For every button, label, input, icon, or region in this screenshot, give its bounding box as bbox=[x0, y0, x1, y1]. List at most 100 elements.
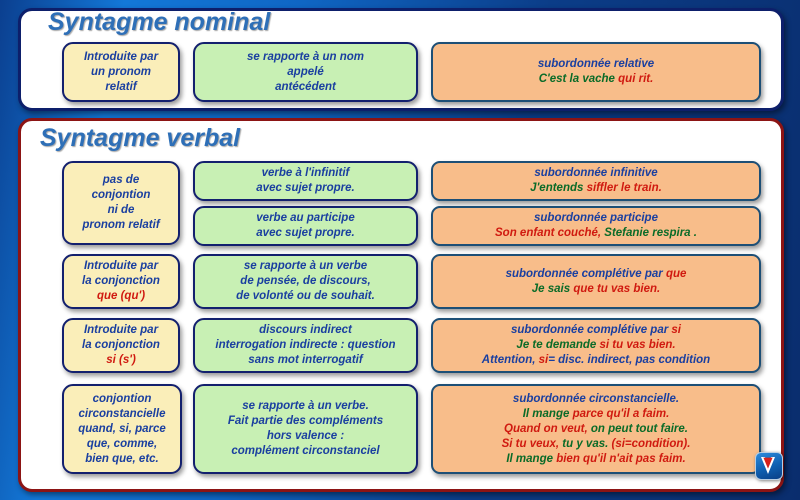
text-line: si (s') bbox=[106, 353, 136, 368]
text-line: Attention, si= disc. indirect, pas condi… bbox=[482, 353, 710, 368]
text-line: pas de bbox=[102, 174, 140, 186]
section-title-nominal: Syntagme nominal bbox=[48, 8, 271, 36]
text-fragment: on peut tout faire. bbox=[590, 422, 688, 435]
text-line: la conjonction bbox=[82, 274, 160, 289]
text-fragment: Stefanie respira . bbox=[604, 227, 697, 239]
text-line: conjontion bbox=[91, 189, 151, 201]
box-nominal-left: Introduite par un pronom relatif bbox=[62, 42, 180, 102]
text-line: discours indirect bbox=[259, 324, 352, 336]
text-fragment: subordonnée participe bbox=[534, 212, 658, 224]
text-fragment: subordonnée complétive par bbox=[511, 324, 672, 336]
text-line: Je sais que tu vas bien. bbox=[532, 282, 661, 297]
text-fragment: Attention, bbox=[481, 354, 539, 366]
box-verbal-row4-left: conjontion circonstancielle quand, si, p… bbox=[62, 384, 182, 474]
text-line: Introduite par bbox=[84, 323, 158, 338]
text-fragment: = disc. indirect, pas condition bbox=[548, 354, 711, 366]
text-line: se rapporte à un nom bbox=[247, 50, 364, 63]
text-fragment: que tu vas bien. bbox=[573, 282, 661, 295]
text-line: Je te demande si tu vas bien. bbox=[516, 338, 675, 353]
text-line: pronom relatif bbox=[82, 219, 160, 231]
box-verbal-row1-left: pas de conjontion ni de pronom relatif bbox=[62, 161, 180, 245]
text-line: verbe au participe bbox=[256, 212, 355, 224]
box-verbal-row1-middle-b: verbe au participe avec sujet propre. bbox=[193, 206, 418, 246]
text-fragment: Introduite par bbox=[83, 260, 159, 272]
text-fragment: que bbox=[665, 267, 687, 280]
text-fragment: subordonnée relative bbox=[537, 58, 655, 70]
text-fragment: Il mange bbox=[522, 407, 573, 420]
text-fragment: bien qu'il n'ait pas faim. bbox=[556, 452, 686, 465]
text-fragment: C'est la vache bbox=[538, 73, 619, 85]
text-fragment: si bbox=[538, 354, 549, 366]
box-verbal-row3-left: Introduite par la conjonction si (s') bbox=[62, 318, 180, 373]
text-fragment: si tu vas bien. bbox=[599, 339, 676, 351]
text-fragment: tu y vas. bbox=[562, 437, 612, 450]
text-fragment: parce qu'il a faim. bbox=[572, 407, 670, 420]
box-verbal-row4-middle: se rapporte à un verbe. Fait partie des … bbox=[193, 384, 418, 474]
text-fragment: Introduite par bbox=[83, 324, 159, 336]
text-line: subordonnée circonstancielle. bbox=[513, 392, 679, 407]
text-line: se rapporte à un verbe. bbox=[242, 400, 369, 412]
text-line: quand, si, parce bbox=[78, 422, 166, 435]
text-line: Son enfant couché, Stefanie respira . bbox=[495, 226, 697, 241]
text-line: ni de bbox=[107, 204, 135, 216]
text-fragment: Quand on veut, bbox=[504, 422, 591, 435]
text-fragment: qui rit. bbox=[618, 73, 654, 85]
text-line: la conjonction bbox=[82, 338, 160, 353]
text-line: Quand on veut, on peut tout faire. bbox=[504, 422, 688, 437]
text-fragment: Si tu veux, bbox=[501, 437, 563, 450]
text-line: subordonnée participe bbox=[534, 211, 658, 226]
text-line: antécédent bbox=[275, 80, 336, 93]
text-line: Il mange bien qu'il n'ait pas faim. bbox=[506, 452, 685, 467]
text-line: complément circonstanciel bbox=[231, 445, 380, 457]
text-fragment: J'entends bbox=[530, 182, 587, 194]
text-fragment: la conjonction bbox=[82, 275, 160, 287]
box-verbal-row2-middle: se rapporte à un verbe de pensée, de dis… bbox=[193, 254, 418, 309]
text-line: un pronom bbox=[90, 65, 152, 78]
text-line: relatif bbox=[105, 80, 137, 93]
box-verbal-row1-middle-a: verbe à l'infinitif avec sujet propre. bbox=[193, 161, 418, 201]
text-fragment: si bbox=[671, 324, 681, 336]
text-line: sans mot interrogatif bbox=[248, 354, 363, 366]
text-fragment: siffler le train. bbox=[586, 182, 662, 194]
text-line: interrogation indirecte : question bbox=[215, 339, 396, 351]
text-line: subordonnée complétive par que bbox=[506, 267, 687, 282]
text-line: J'entends siffler le train. bbox=[530, 181, 662, 196]
text-line: bien que, etc. bbox=[85, 452, 159, 465]
text-line: avec sujet propre. bbox=[256, 227, 355, 239]
text-fragment: Je te demande bbox=[516, 339, 600, 351]
text-line: appelé bbox=[287, 65, 324, 78]
text-line: se rapporte à un verbe bbox=[243, 260, 368, 272]
text-line: subordonnée infinitive bbox=[534, 166, 657, 181]
section-title-verbal: Syntagme verbal bbox=[40, 124, 241, 152]
text-fragment: subordonnée infinitive bbox=[534, 167, 658, 179]
text-line: Introduite par bbox=[84, 259, 158, 274]
text-line: de pensée, de discours, bbox=[240, 275, 371, 287]
text-fragment: la conjonction bbox=[82, 339, 160, 351]
text-line: C'est la vache qui rit. bbox=[539, 72, 654, 87]
text-line: avec sujet propre. bbox=[256, 182, 355, 194]
text-fragment: Son enfant couché, bbox=[495, 227, 605, 239]
text-line: Si tu veux, tu y vas. (si=condition). bbox=[502, 437, 691, 452]
text-line: de volonté ou de souhait. bbox=[236, 290, 375, 302]
text-line: circonstancielle bbox=[78, 407, 166, 420]
v-logo-icon[interactable] bbox=[755, 452, 783, 480]
text-line: verbe à l'infinitif bbox=[261, 167, 350, 179]
text-fragment: (si=condition). bbox=[611, 437, 691, 450]
text-line: Introduite par bbox=[83, 50, 159, 63]
box-verbal-row2-left: Introduite par la conjonction que (qu') bbox=[62, 254, 180, 309]
box-verbal-row4-right: subordonnée circonstancielle.Il mange pa… bbox=[431, 384, 761, 474]
text-fragment: que (qu') bbox=[96, 290, 146, 302]
box-verbal-row3-middle: discours indirect interrogation indirect… bbox=[193, 318, 418, 373]
text-line: subordonnée relative bbox=[538, 57, 654, 72]
text-line: que (qu') bbox=[97, 289, 145, 304]
text-fragment: Il mange bbox=[506, 452, 557, 465]
text-fragment: si (s') bbox=[106, 354, 136, 366]
text-fragment: subordonnée complétive par bbox=[505, 267, 666, 280]
text-line: subordonnée complétive par si bbox=[511, 323, 681, 338]
